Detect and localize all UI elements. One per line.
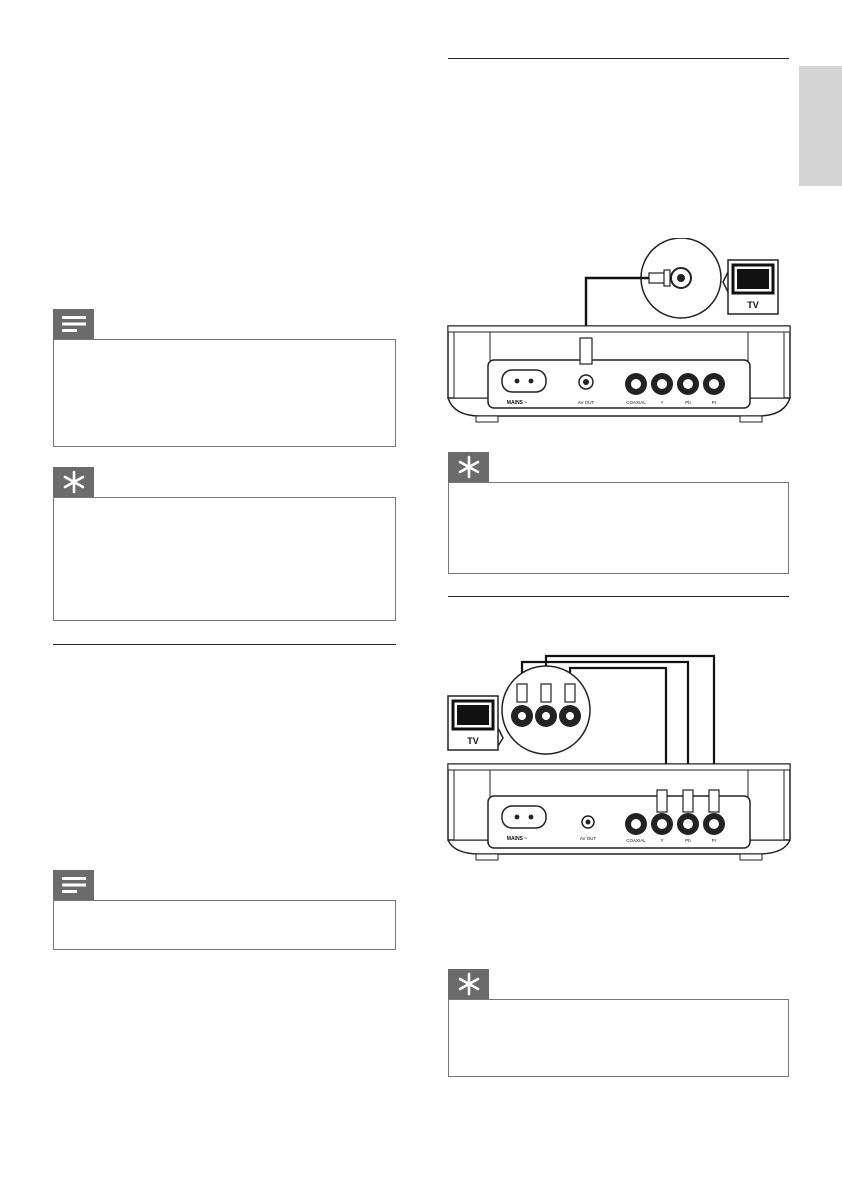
svg-text:Y: Y — [660, 400, 663, 405]
rca-plug-zoom — [648, 267, 692, 289]
section-divider — [448, 58, 789, 59]
svg-text:AV OUT: AV OUT — [580, 836, 597, 841]
tip-box — [448, 999, 789, 1077]
tv-icon: TV — [722, 259, 779, 315]
tip-box — [448, 482, 789, 574]
player-rear-panel: MAINS ~ AV OUT COAXIAL Y Pb Pr — [447, 763, 791, 861]
svg-text:MAINS ~: MAINS ~ — [507, 400, 528, 406]
tip-badge — [448, 452, 489, 482]
note-badge — [53, 309, 94, 339]
svg-text:Pr: Pr — [712, 400, 717, 405]
section-divider — [53, 644, 396, 645]
rca-plugs-zoom — [511, 683, 581, 727]
composite-connection-diagram: TV MAINS ~ AV OUT COAXIAL Y Pb Pr — [447, 238, 791, 423]
svg-text:Pb: Pb — [685, 838, 691, 843]
section-divider — [448, 596, 789, 597]
note-lines-icon — [61, 316, 86, 332]
svg-text:COAXIAL: COAXIAL — [626, 838, 646, 843]
player-rear-panel: MAINS ~ AV OUT COAXIAL Y Pb Pr — [447, 325, 791, 423]
tv-label: TV — [747, 300, 759, 310]
asterisk-icon — [458, 972, 479, 996]
asterisk-icon — [63, 470, 84, 494]
note-box — [53, 339, 396, 447]
svg-text:Y: Y — [660, 838, 663, 843]
svg-text:AV OUT: AV OUT — [578, 400, 595, 405]
av-cable — [584, 276, 653, 338]
tv-label: TV — [467, 736, 479, 746]
tip-box — [53, 497, 396, 621]
svg-text:Pb: Pb — [685, 400, 691, 405]
note-badge — [53, 870, 94, 900]
tv-icon: TV — [447, 695, 504, 751]
svg-text:COAXIAL: COAXIAL — [626, 400, 646, 405]
tip-badge — [53, 467, 94, 497]
asterisk-icon — [458, 455, 479, 479]
svg-text:MAINS ~: MAINS ~ — [507, 836, 528, 842]
component-connection-diagram: TV MAINS ~ AV OUT COAXIAL Y Pb Pr — [447, 654, 791, 861]
svg-text:Pr: Pr — [712, 838, 717, 843]
side-language-tab — [799, 66, 842, 186]
tip-badge — [448, 969, 489, 999]
note-box — [53, 900, 396, 950]
note-lines-icon — [61, 877, 86, 893]
